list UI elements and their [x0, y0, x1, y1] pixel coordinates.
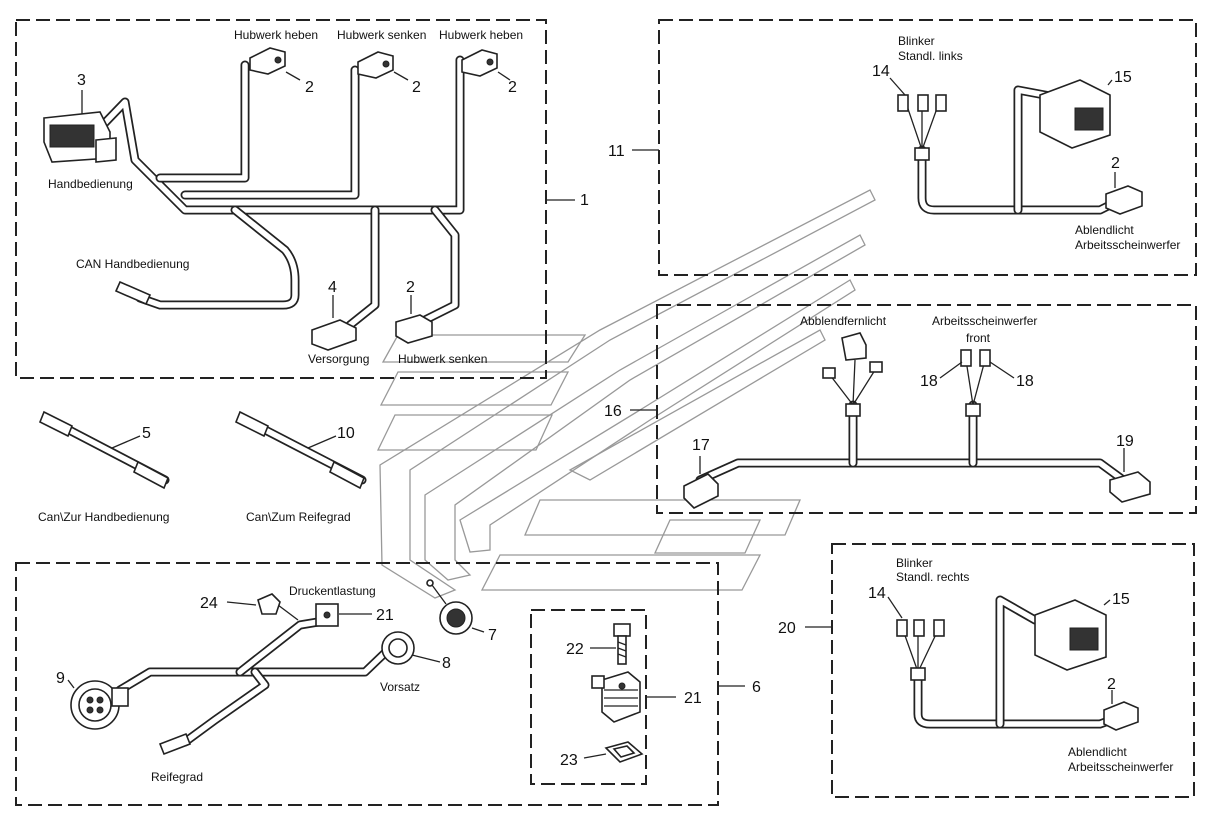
- label-hubwerk-heben-2: Hubwerk heben: [439, 28, 523, 42]
- callout-24: 24: [200, 595, 218, 612]
- callout-9: 9: [56, 670, 65, 687]
- connector-2-hubwerk-heben-2: [461, 49, 498, 77]
- bulb-sockets-18: [960, 349, 991, 367]
- label-abblendlicht-2: Ablendlicht: [1068, 745, 1127, 759]
- callout-2b: 2: [412, 79, 421, 96]
- callout-4: 4: [328, 279, 337, 296]
- callout-21a: 21: [376, 607, 394, 624]
- label-arbeitsscheinwerfer-1: Arbeitsscheinwerfer: [1075, 238, 1180, 252]
- harness-1-wires: [93, 55, 465, 330]
- callout-19: 19: [1116, 433, 1134, 450]
- label-abblendlicht-1: Ablendlicht: [1075, 223, 1134, 237]
- valve-21-body: [591, 671, 641, 723]
- connector-abblendfernlicht: [822, 332, 883, 379]
- label-arbeitsscheinwerfer-front: Arbeitsscheinwerfer: [932, 314, 1037, 328]
- callout-17: 17: [692, 437, 710, 454]
- group-11-frame: [658, 19, 1197, 276]
- connector-2-ablendlicht-1: [1105, 185, 1143, 215]
- label-standl-rechts: Standl. rechts: [896, 570, 969, 584]
- label-can-zum-reifegrad: Can\Zum Reifegrad: [246, 510, 351, 524]
- harness-11-wires: [904, 85, 1125, 215]
- label-vorsatz: Vorsatz: [380, 680, 420, 694]
- can-handbedienung-plug: [114, 280, 152, 306]
- callout-16: 16: [604, 403, 622, 420]
- connector-17: [683, 473, 719, 509]
- connector-2-hubwerk-senken-1: [357, 51, 394, 79]
- callout-22: 22: [566, 641, 584, 658]
- cable-10: [234, 410, 367, 490]
- group-1-frame: [15, 19, 547, 379]
- callout-15a: 15: [1114, 69, 1132, 86]
- connector-8-vorsatz: [381, 631, 415, 665]
- plug-24: [257, 593, 281, 615]
- connector-15-right: [1034, 599, 1107, 671]
- label-arbeitsscheinwerfer-2: Arbeitsscheinwerfer: [1068, 760, 1173, 774]
- callout-6: 6: [752, 679, 761, 696]
- callout-15b: 15: [1112, 591, 1130, 608]
- label-blinker-2: Blinker: [896, 556, 933, 570]
- callout-18b: 18: [1016, 373, 1034, 390]
- callout-8: 8: [442, 655, 451, 672]
- sleeve: [914, 147, 930, 161]
- label-front: front: [966, 331, 991, 345]
- valve-21-small: [315, 603, 339, 627]
- reifegrad-plug: [158, 732, 192, 756]
- sleeve: [845, 403, 861, 417]
- connector-7: [426, 579, 473, 635]
- callout-2a: 2: [305, 79, 314, 96]
- sleeve: [910, 667, 926, 681]
- connector-4-versorgung: [311, 319, 357, 351]
- gasket-23: [604, 741, 644, 763]
- harness-20-wires: [902, 595, 1130, 729]
- control-unit-connector-3: [43, 111, 117, 163]
- connector-19: [1109, 471, 1151, 503]
- callout-23: 23: [560, 752, 578, 769]
- callout-2c: 2: [508, 79, 517, 96]
- connector-2-hubwerk-heben-1: [249, 47, 286, 75]
- harness-6-wires: [115, 604, 395, 747]
- callout-18a: 18: [920, 373, 938, 390]
- label-hubwerk-heben-1: Hubwerk heben: [234, 28, 318, 42]
- bolt-22: [613, 623, 631, 665]
- label-hubwerk-senken-2: Hubwerk senken: [398, 352, 487, 366]
- callout-5: 5: [142, 425, 151, 442]
- callout-21b: 21: [684, 690, 702, 707]
- label-versorgung: Versorgung: [308, 352, 369, 366]
- group-16-frame: [656, 304, 1197, 514]
- label-abblendfernlicht: Abblendfernlicht: [800, 314, 887, 328]
- sleeve: [965, 403, 981, 417]
- connector-2-hubwerk-senken-2: [395, 314, 433, 344]
- callout-14a: 14: [872, 63, 890, 80]
- callout-10: 10: [337, 425, 355, 442]
- group-6-frame: [15, 562, 719, 806]
- bulb-sockets-14-left: [897, 94, 947, 112]
- callout-20: 20: [778, 620, 796, 637]
- connector-15-left: [1039, 79, 1111, 149]
- watermark-logo: [376, 189, 876, 599]
- bulb-sockets-14-right: [896, 619, 945, 637]
- label-druckentlastung: Druckentlastung: [289, 584, 376, 598]
- harness-16-wires: [695, 359, 1135, 490]
- callout-11: 11: [608, 143, 625, 160]
- cable-5: [38, 410, 170, 490]
- callout-1: 1: [580, 192, 589, 209]
- label-standl-links: Standl. links: [898, 49, 963, 63]
- callout-3: 3: [77, 72, 86, 89]
- callout-2e: 2: [1111, 155, 1120, 172]
- callout-2d: 2: [406, 279, 415, 296]
- connector-9: [70, 680, 129, 730]
- callout-14b: 14: [868, 585, 886, 602]
- label-can-handbedienung: CAN Handbedienung: [76, 257, 189, 271]
- connector-2-ablendlicht-2: [1103, 701, 1139, 731]
- callout-7: 7: [488, 627, 497, 644]
- callout-2f: 2: [1107, 676, 1116, 693]
- group-20-frame: [831, 543, 1195, 798]
- label-hubwerk-senken-1: Hubwerk senken: [337, 28, 426, 42]
- label-handbedienung: Handbedienung: [48, 177, 133, 191]
- label-can-zur-handbedienung: Can\Zur Handbedienung: [38, 510, 169, 524]
- label-reifegrad: Reifegrad: [151, 770, 203, 784]
- label-blinker-1: Blinker: [898, 34, 935, 48]
